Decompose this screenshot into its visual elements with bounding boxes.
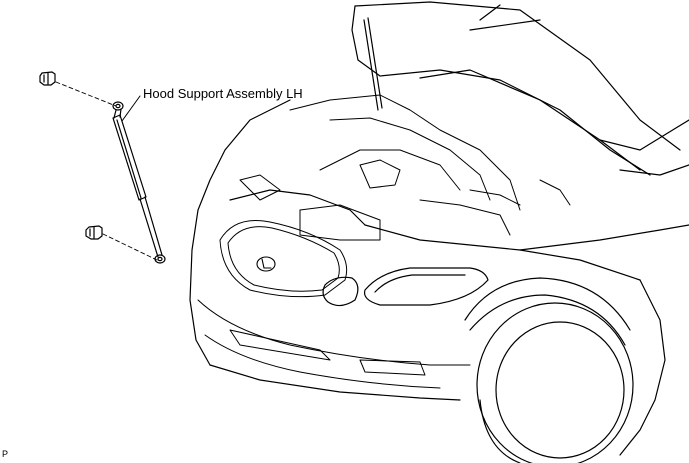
engine-bay <box>239 94 571 241</box>
callout-label: Hood Support Assembly LH <box>143 86 303 101</box>
emblem <box>256 256 276 272</box>
callout-leader <box>121 95 141 122</box>
open-hood <box>351 1 681 176</box>
front-grille <box>219 220 348 298</box>
headlight <box>363 267 489 306</box>
front-bumper <box>197 299 471 389</box>
lower-clip <box>85 225 103 240</box>
dashed-leaders <box>55 81 158 261</box>
hood-support-strut <box>112 101 166 264</box>
fog-light <box>322 276 359 307</box>
corner-mark: P <box>2 449 9 459</box>
front-wheel <box>464 277 634 463</box>
upper-clip <box>39 71 56 86</box>
car-body <box>189 99 689 456</box>
